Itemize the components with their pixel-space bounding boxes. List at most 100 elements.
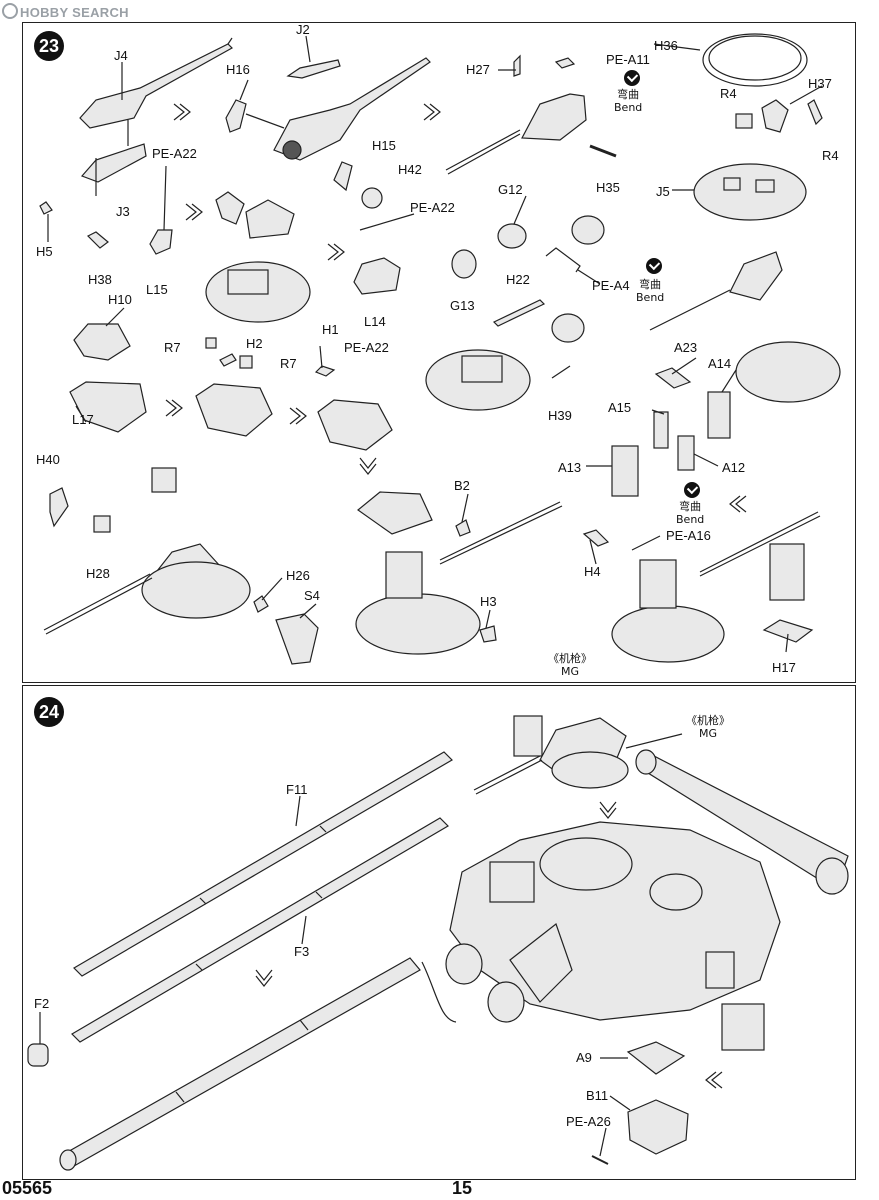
part-j4-gun: [79, 37, 233, 129]
label-h40: H40: [36, 452, 60, 467]
bend-icon-3: [684, 482, 700, 498]
part-h2: [219, 353, 237, 367]
part-h17: [762, 619, 814, 643]
label-l14: L14: [364, 314, 386, 329]
part-h16: [225, 99, 247, 133]
part-f11-barrel-half: [73, 751, 453, 977]
label-h39: H39: [548, 408, 572, 423]
label-f2: F2: [34, 996, 50, 1011]
part-f2: [27, 1043, 49, 1067]
label-j4: J4: [114, 48, 128, 63]
step-24-panel: [22, 685, 856, 1180]
step-23-number: 23: [34, 31, 64, 61]
label-b11: B11: [586, 1088, 609, 1103]
label-h37: H37: [808, 76, 832, 91]
part-sub-ring-b: [317, 399, 393, 451]
part-h5: [39, 201, 53, 215]
label-a13: A13: [558, 460, 582, 475]
label-j5: J5: [656, 184, 670, 199]
part-sub-ring-a: [195, 383, 273, 437]
step-arrows-23: [165, 103, 747, 513]
label-r7-a: R7: [164, 340, 181, 355]
part-r7-b: [239, 355, 253, 369]
part-h40: [49, 487, 69, 528]
part-searchlight: [571, 215, 605, 245]
label-pe-a4: PE-A4: [592, 278, 630, 293]
label-h27: H27: [466, 62, 490, 77]
part-turret-body: [445, 821, 781, 1023]
part-pe-a4: [545, 247, 581, 273]
label-h22: H22: [506, 272, 530, 287]
label-l15: L15: [146, 282, 168, 297]
label-l17: L17: [72, 412, 94, 427]
part-h35: [589, 144, 617, 158]
part-h1: [314, 365, 336, 377]
label-s4: S4: [304, 588, 320, 603]
part-pe-a26: [591, 1155, 609, 1165]
label-h16: H16: [226, 62, 250, 77]
part-side-box-1: [705, 951, 735, 989]
part-b2: [455, 519, 471, 537]
label-h26: H26: [286, 568, 310, 583]
label-h36: H36: [654, 38, 678, 53]
part-s4: [275, 613, 319, 665]
watermark-logo-icon: [2, 3, 18, 19]
label-r7-b: R7: [280, 356, 297, 371]
label-a9: A9: [576, 1050, 592, 1065]
part-g13: [451, 249, 477, 279]
part-f3-barrel-half: [71, 817, 449, 1043]
label-r4-b: R4: [822, 148, 839, 163]
part-ammo-box: [769, 543, 805, 601]
step-arrows-24: [255, 801, 723, 1089]
watermark: HOBBY SEARCH: [2, 3, 129, 20]
step-24-number: 24: [34, 697, 64, 727]
label-pe-a26: PE-A26: [566, 1114, 611, 1129]
mg-note-24: 《机枪》MG: [686, 714, 730, 740]
part-turret-ring-2: [425, 349, 531, 411]
part-h39: [551, 365, 571, 379]
part-h4: [582, 529, 610, 547]
part-a14: [707, 391, 731, 439]
label-h4: H4: [584, 564, 601, 579]
label-b2: B2: [454, 478, 470, 493]
part-a23: [654, 367, 692, 389]
label-a15: A15: [608, 400, 632, 415]
part-j2: [286, 59, 341, 79]
label-a12: A12: [722, 460, 746, 475]
label-h15: H15: [372, 138, 396, 153]
label-h2: H2: [246, 336, 263, 351]
part-h3: [479, 625, 497, 643]
part-a9: [626, 1041, 686, 1075]
part-launcher-tube: [635, 749, 849, 895]
part-l17: [69, 381, 147, 433]
label-pe-a16: PE-A16: [666, 528, 711, 543]
label-a14: A14: [708, 356, 732, 371]
part-h10: [73, 323, 131, 361]
part-l15: [149, 229, 173, 255]
label-g12: G12: [498, 182, 523, 197]
part-mg-body-1: [273, 57, 431, 161]
label-f11: F11: [286, 782, 308, 797]
label-h35: H35: [596, 180, 620, 195]
part-b11: [627, 1099, 689, 1155]
part-turret-ring-5: [611, 511, 821, 663]
bend-icon-1: [624, 70, 640, 86]
label-h38: H38: [88, 272, 112, 287]
label-h5: H5: [36, 244, 53, 259]
part-lamp: [551, 313, 585, 343]
label-h3: H3: [480, 594, 497, 609]
part-j5: [693, 163, 807, 221]
mg-note-23: 《机枪》MG: [548, 652, 592, 678]
part-l14: [353, 257, 401, 295]
part-a12: [677, 435, 695, 471]
part-j3: [80, 143, 147, 183]
part-h22: [492, 299, 546, 327]
part-g12: [497, 223, 527, 249]
label-pe-a22-b: PE-A22: [410, 200, 455, 215]
part-side-box-2: [721, 1003, 765, 1051]
label-pe-a22-c: PE-A22: [344, 340, 389, 355]
part-h26: [253, 595, 269, 613]
